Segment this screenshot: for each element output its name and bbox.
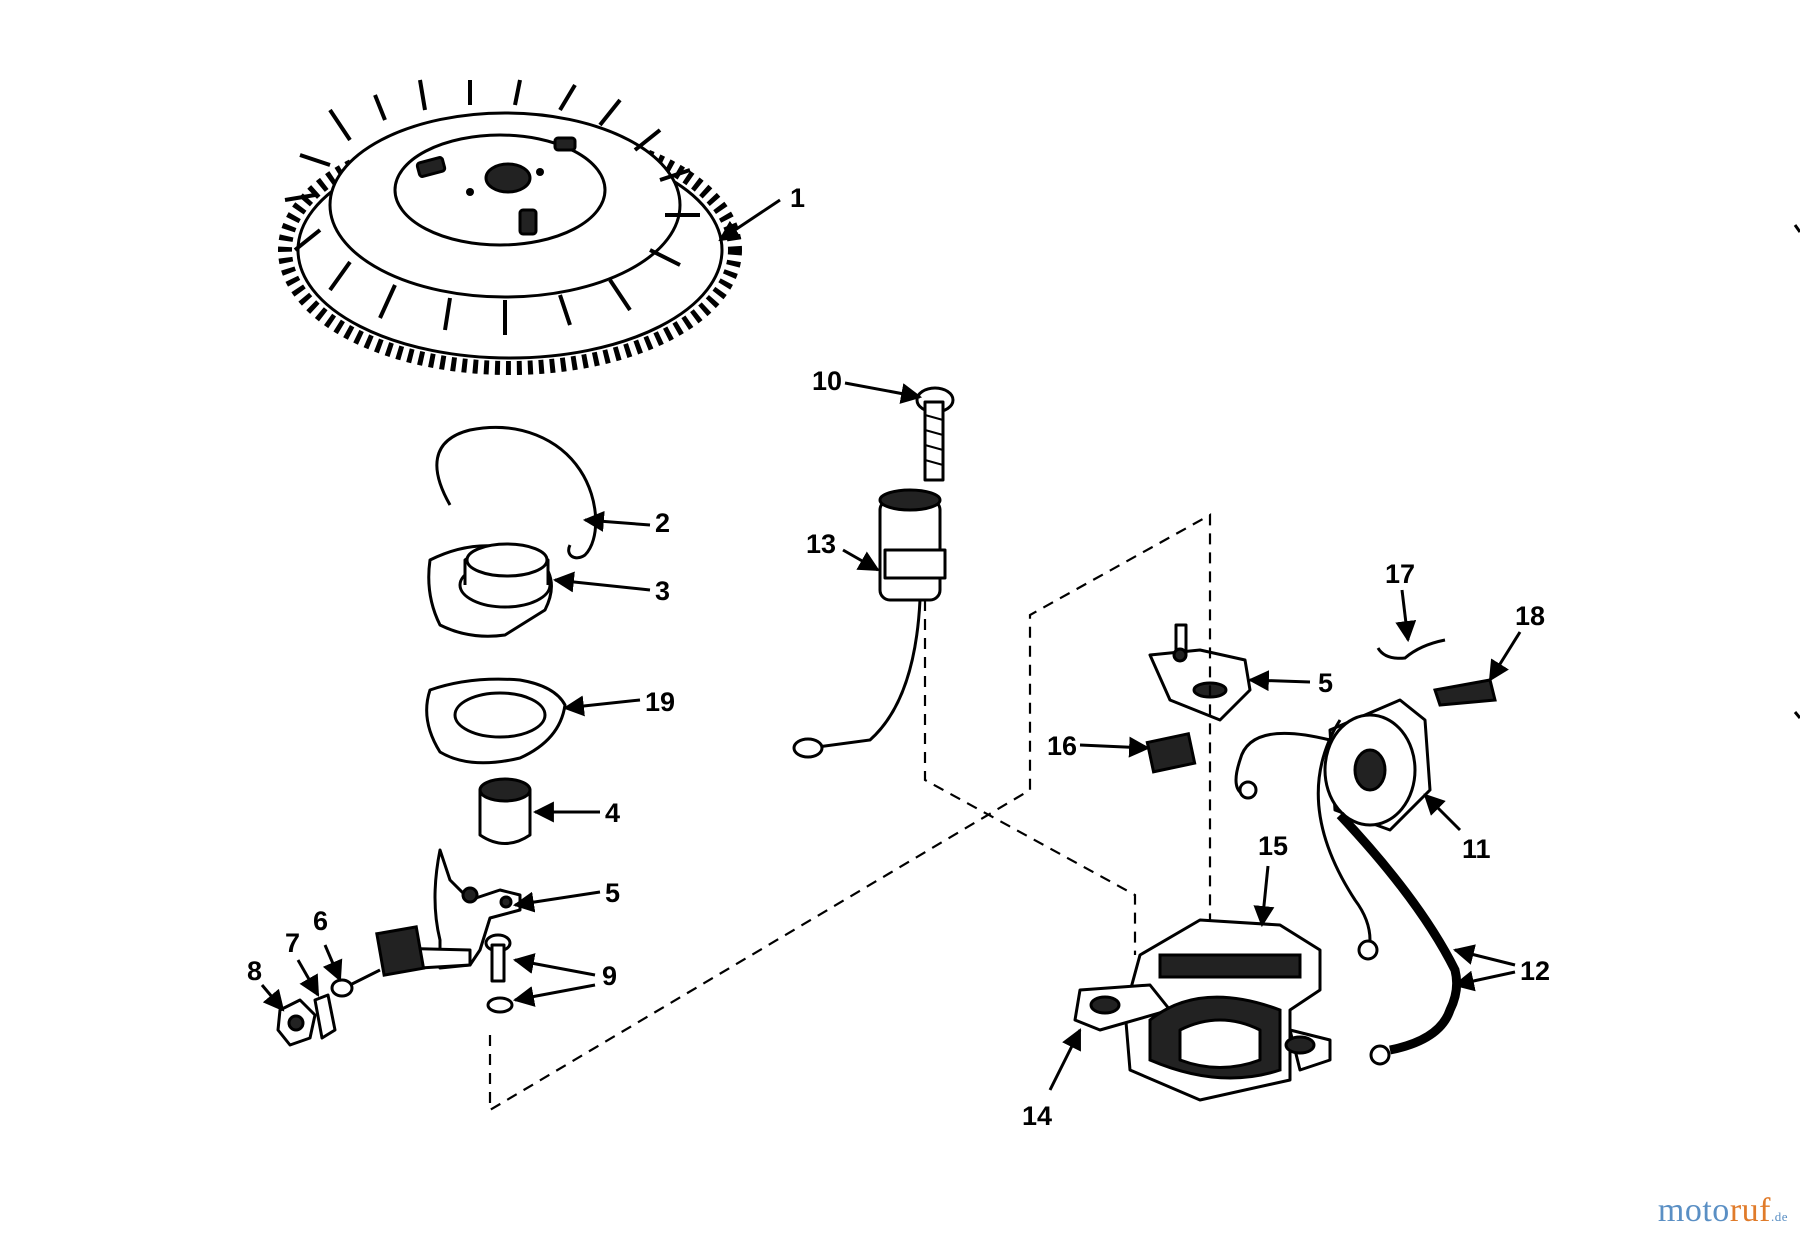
breaker-box bbox=[1073, 918, 1332, 1102]
callout-16: 16 bbox=[1047, 731, 1077, 761]
watermark-logo: motoruf.de bbox=[1658, 1192, 1788, 1230]
callout-14: 14 bbox=[1022, 1101, 1052, 1131]
callout-5-right: 5 bbox=[1318, 668, 1333, 698]
screw-9 bbox=[484, 933, 514, 1014]
bushing bbox=[478, 777, 532, 845]
watermark-part-1: moto bbox=[1657, 1192, 1730, 1229]
callout-15: 15 bbox=[1258, 831, 1288, 861]
cam-bushing bbox=[427, 542, 553, 638]
callout-7: 7 bbox=[285, 928, 300, 958]
flywheel bbox=[278, 79, 742, 375]
watermark-part-3: .de bbox=[1770, 1209, 1788, 1224]
wire-clip-17 bbox=[1376, 638, 1446, 660]
callout-8: 8 bbox=[247, 956, 262, 986]
callout-1: 1 bbox=[790, 183, 805, 213]
callout-9: 9 bbox=[602, 961, 617, 991]
spring-clip bbox=[435, 425, 598, 560]
ignition-coil bbox=[1234, 698, 1432, 961]
callout-4: 4 bbox=[605, 798, 620, 828]
callout-18: 18 bbox=[1515, 601, 1545, 631]
callout-10: 10 bbox=[812, 366, 842, 396]
callout-6: 6 bbox=[313, 906, 328, 936]
breaker-bracket-right bbox=[1148, 623, 1252, 722]
felt-16 bbox=[1145, 731, 1197, 774]
callout-13: 13 bbox=[806, 529, 836, 559]
lead-wire bbox=[1336, 811, 1462, 1066]
callout-2: 2 bbox=[655, 508, 670, 538]
assembly-lines bbox=[488, 513, 1212, 1112]
edge-marks bbox=[1793, 224, 1800, 719]
breaker-arm-left bbox=[349, 848, 522, 987]
callout-17: 17 bbox=[1385, 559, 1415, 589]
cam-washer bbox=[425, 677, 567, 765]
callout-3: 3 bbox=[655, 576, 670, 606]
callout-5-left: 5 bbox=[605, 878, 620, 908]
condenser bbox=[792, 488, 947, 759]
screw-10 bbox=[915, 386, 955, 482]
clip-7 bbox=[313, 993, 337, 1040]
callout-19: 19 bbox=[645, 687, 675, 717]
washer-6 bbox=[330, 978, 354, 998]
callout-11: 11 bbox=[1462, 834, 1491, 864]
watermark-part-2: ruf bbox=[1729, 1192, 1771, 1229]
leader-lines bbox=[260, 198, 1522, 1091]
callout-labels: 1 2 3 19 4 5 6 7 8 9 10 13 17 18 5 16 11… bbox=[247, 183, 1550, 1131]
pad-18 bbox=[1433, 678, 1497, 707]
callout-12: 12 bbox=[1520, 956, 1550, 986]
nut-8 bbox=[276, 998, 317, 1047]
